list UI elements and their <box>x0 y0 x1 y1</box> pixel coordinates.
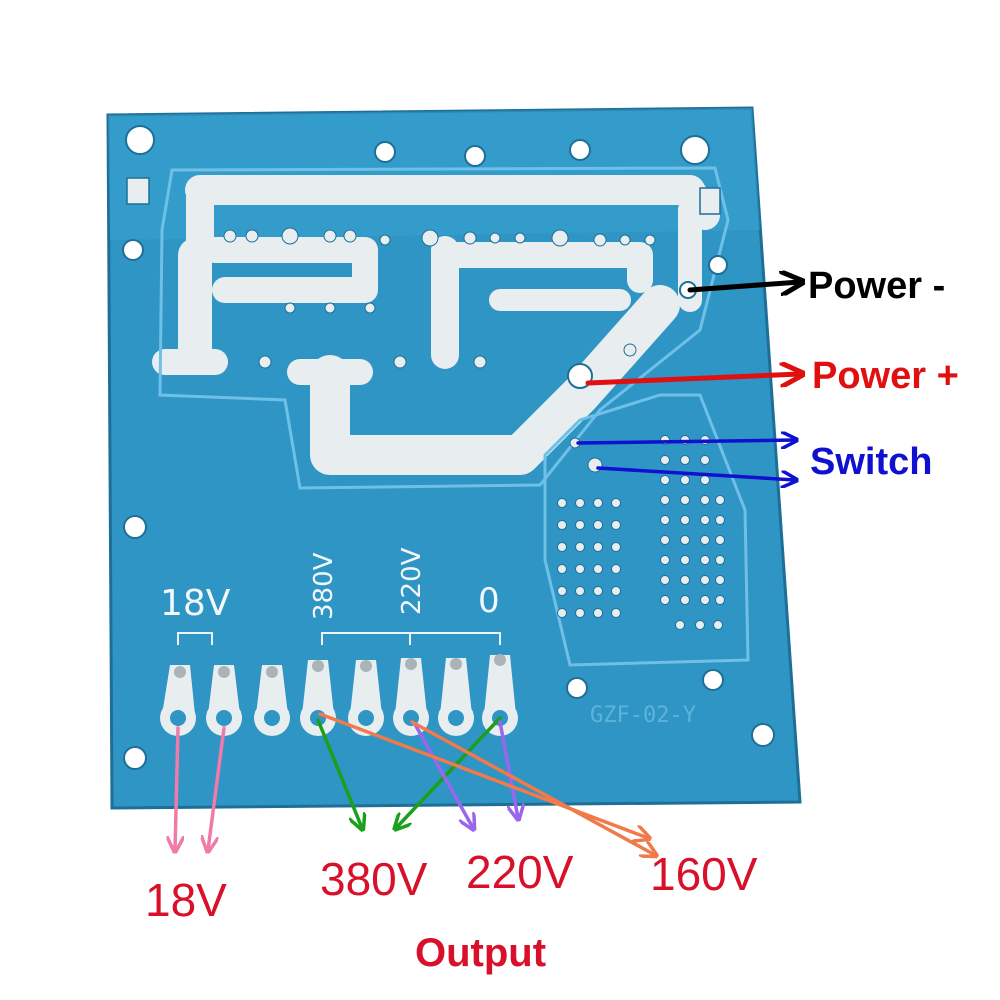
input-arrows <box>576 282 800 480</box>
silkscreen-0: 0 <box>478 581 500 621</box>
terminal-lug <box>206 665 242 736</box>
arrow-18v-a <box>175 726 178 850</box>
silkscreen-model: GZF-02-Y <box>590 703 696 728</box>
board-shading <box>108 108 760 240</box>
arrow-380v-a <box>316 718 362 828</box>
vias <box>223 227 656 473</box>
output-18v: 18V <box>145 874 227 926</box>
arrow-220v-a <box>414 724 473 828</box>
output-title: Output <box>415 931 546 975</box>
arrow-switch-2 <box>596 466 795 480</box>
arrow-160v-b <box>410 720 655 855</box>
output-380v: 380V <box>320 853 428 905</box>
output-220v: 220V <box>466 846 574 898</box>
label-power-minus: Power - <box>808 265 945 307</box>
arrow-380v-b <box>396 716 502 828</box>
arrow-160v-a <box>318 712 648 838</box>
terminal-lug <box>160 665 196 736</box>
silkscreen-380v: 380V <box>309 552 339 620</box>
silkscreen-18v: 18V <box>160 583 231 624</box>
square-pads <box>126 177 721 215</box>
mounting-holes <box>122 125 775 770</box>
output-160v: 160V <box>650 848 758 900</box>
label-switch: Switch <box>810 441 932 483</box>
silkscreen-220v: 220V <box>397 547 427 615</box>
terminal-lug <box>300 660 336 736</box>
arrow-220v-b <box>498 720 518 818</box>
arrow-18v-b <box>208 726 226 850</box>
arrow-power-minus <box>687 282 800 290</box>
output-arrows <box>175 712 655 855</box>
arrow-power-plus <box>585 374 800 383</box>
circuit-board: 18V 380V 220V 0 GZF-02-Y <box>106 106 802 810</box>
trace-outlines <box>158 166 750 667</box>
pin-grid-left <box>557 498 621 618</box>
terminal-lug <box>254 665 290 736</box>
silkscreen-brackets <box>177 632 501 645</box>
arrow-switch-1 <box>576 440 795 443</box>
label-power-plus: Power + <box>812 355 959 397</box>
terminal-lug <box>438 658 474 736</box>
